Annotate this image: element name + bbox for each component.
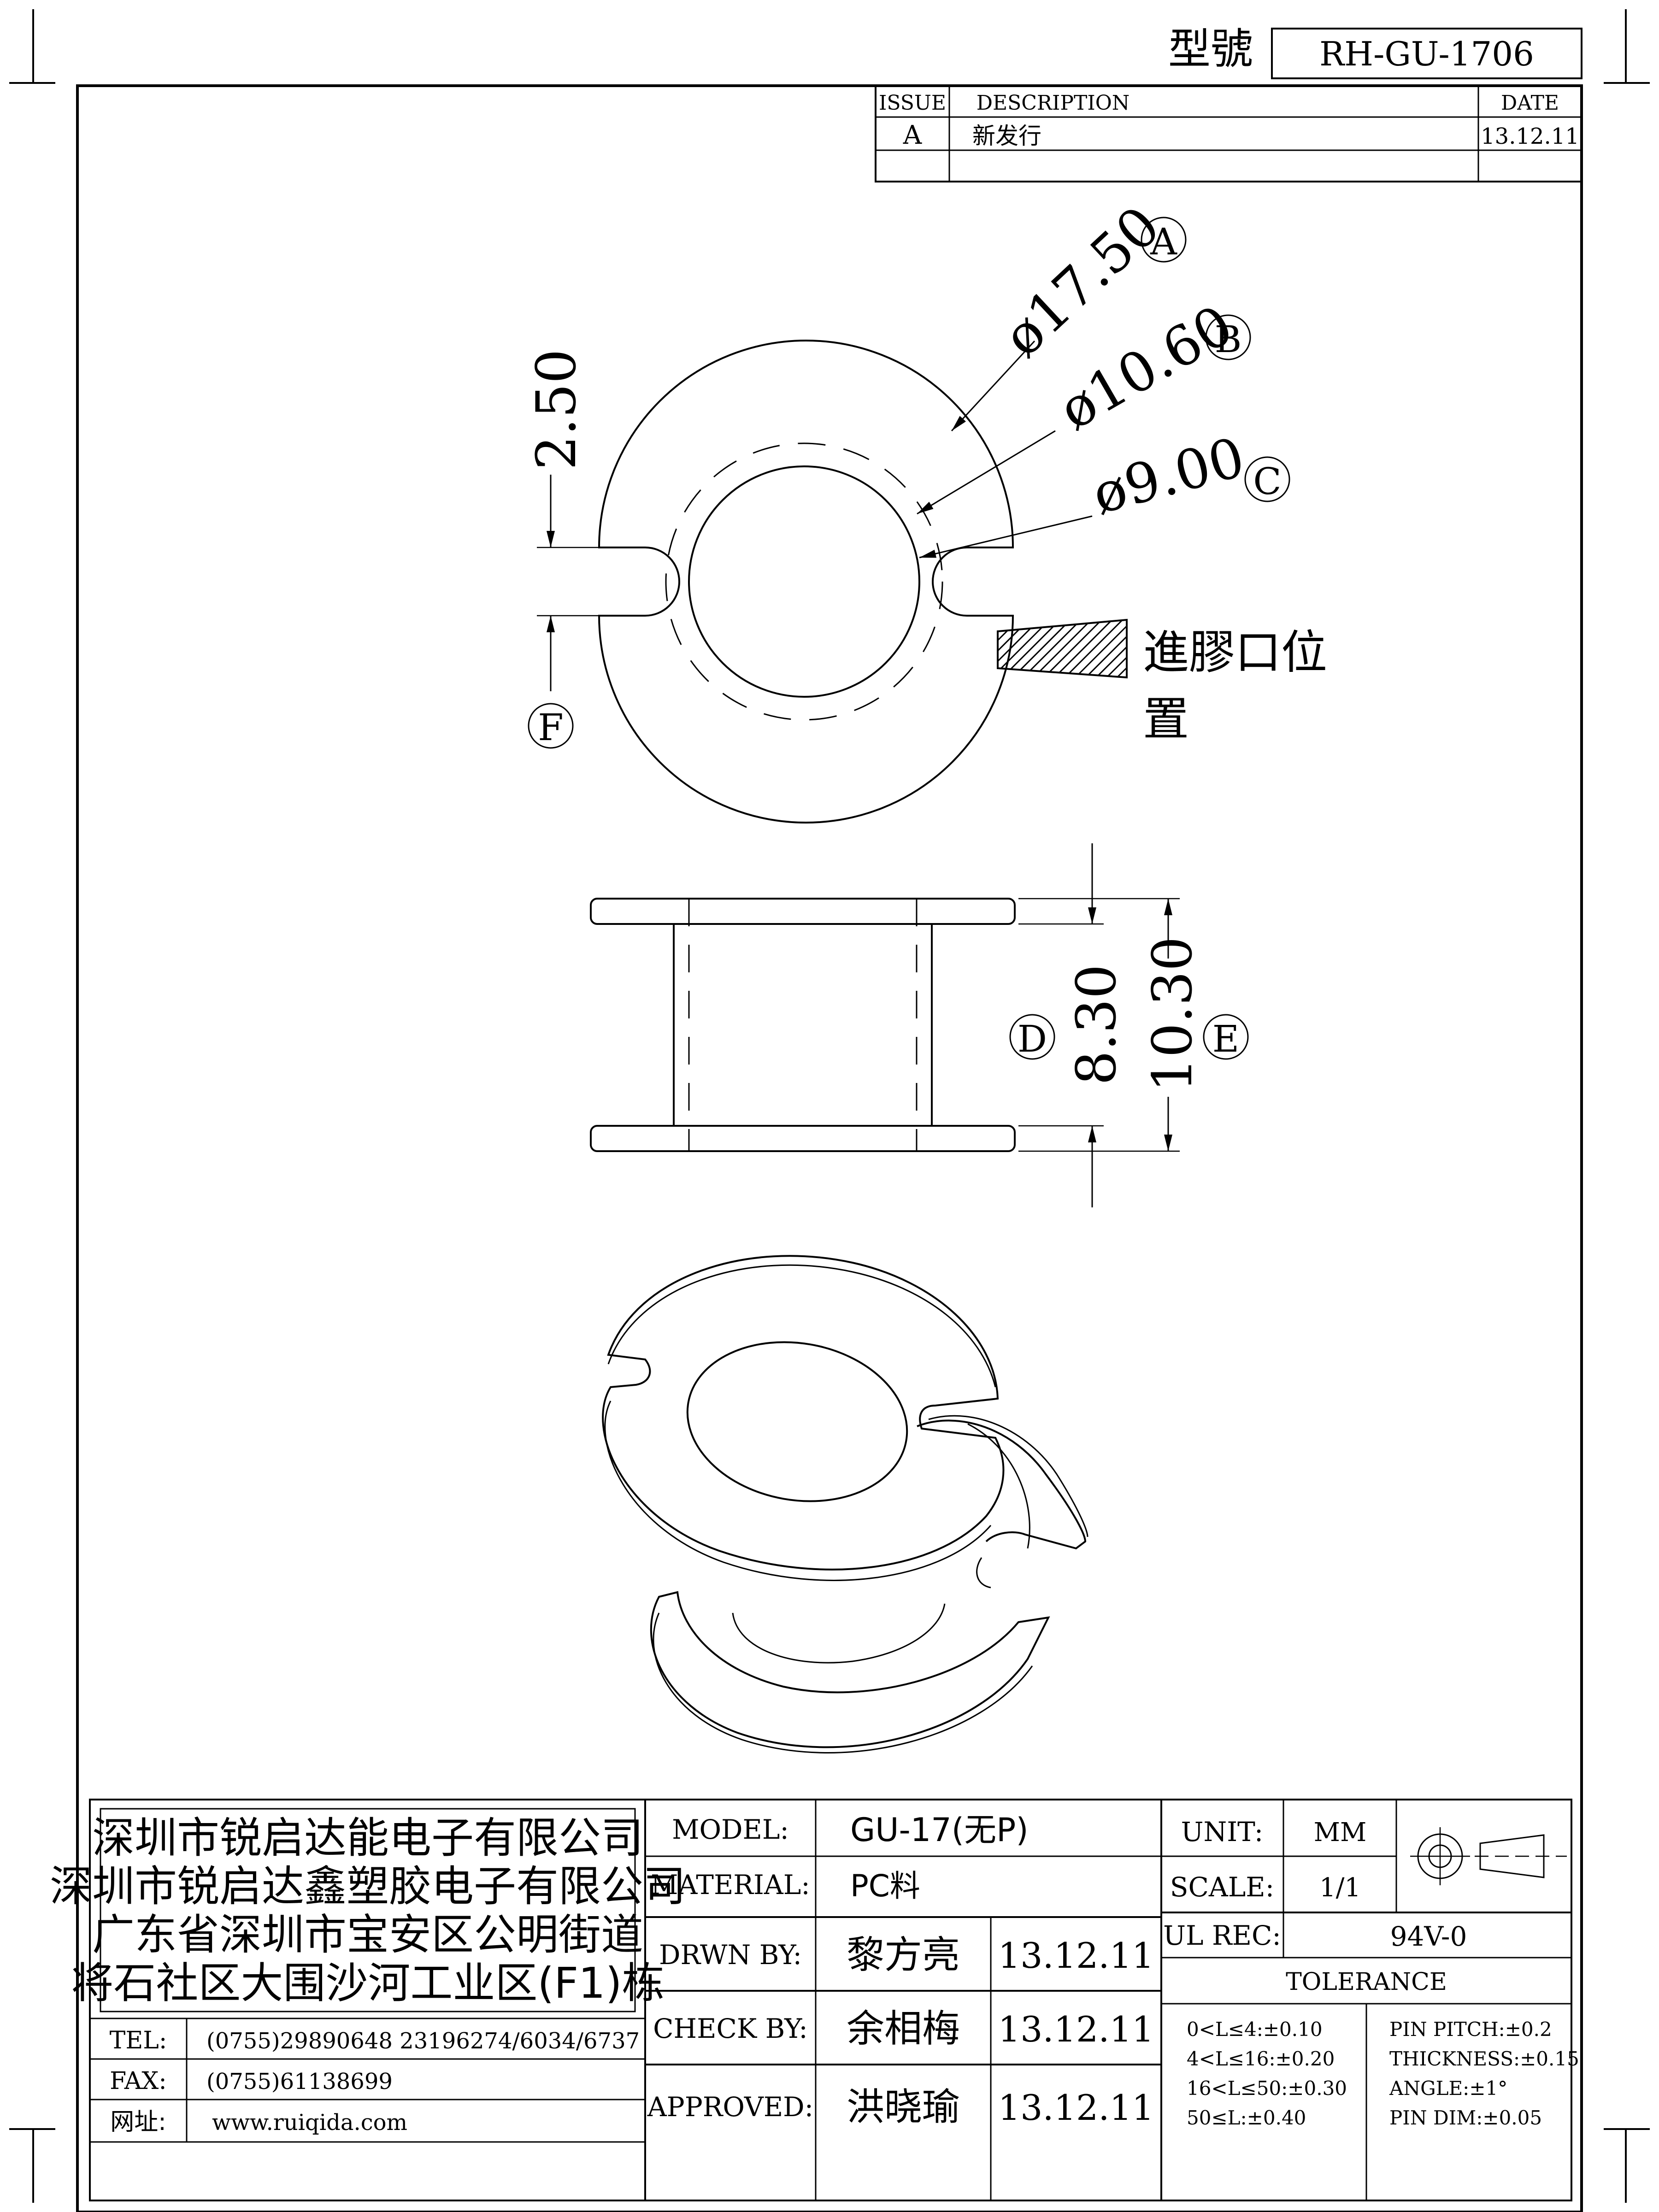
revision-header-date: DATE <box>1501 91 1559 115</box>
tol-right-3: ANGLE:±1° <box>1389 2077 1507 2100</box>
gate-location-hatch <box>997 618 1128 679</box>
company-line-3: 广东省深圳市宝安区公明街道 <box>92 1910 643 1959</box>
material-label: MATERIAL: <box>651 1869 810 1900</box>
mark-d-circle <box>1009 1014 1055 1060</box>
iso-bottom-bore <box>732 1603 946 1664</box>
model-header-value: RH-GU-1706 <box>1319 35 1534 73</box>
top-view-flange-outline <box>598 340 1014 824</box>
tol-left-2: 4<L≤16:±0.20 <box>1187 2047 1335 2070</box>
drawn-label: DRWN BY: <box>659 1939 802 1971</box>
mark-c-text: C <box>1253 460 1281 503</box>
tol-right-2: THICKNESS:±0.15 <box>1389 2047 1579 2070</box>
model-header-box <box>1271 28 1583 79</box>
iso-top-flange <box>602 1255 1005 1571</box>
gate-label-line2: 置 <box>1143 692 1189 746</box>
tel-value: (0755)29890648 23196274/6034/6737 <box>206 2028 640 2054</box>
mark-e-circle <box>1203 1014 1249 1060</box>
check-label: CHECK BY: <box>653 2013 808 2044</box>
drawn-date: 13.12.11 <box>998 1935 1154 1976</box>
tol-right-4: PIN DIM:±0.05 <box>1389 2106 1542 2129</box>
model-label: MODEL: <box>672 1814 789 1845</box>
title-block: 深圳市锐启达能电子有限公司 深圳市锐启达鑫塑胶电子有限公司 广东省深圳市宝安区公… <box>50 1799 1579 2201</box>
drawn-name: 黎方亮 <box>847 1933 960 1977</box>
scale-label: SCALE: <box>1170 1871 1274 1903</box>
top-view: 進膠口位 置 ø17.50 ø10.60 ø9.00 A B C 2.50 F <box>524 194 1327 824</box>
leader-dim-a <box>951 340 1035 432</box>
mark-e-text: E <box>1212 1018 1239 1060</box>
revision-row-date: 13.12.11 <box>1481 124 1579 149</box>
check-name: 余相梅 <box>847 2007 960 2051</box>
revision-header-description: DESCRIPTION <box>977 91 1130 115</box>
scale-value: 1/1 <box>1319 1873 1361 1903</box>
top-view-hidden-circle <box>665 442 943 721</box>
material-value: PC料 <box>850 1868 920 1904</box>
tol-left-1: 0<L≤4:±0.10 <box>1187 2018 1323 2041</box>
sheet-border <box>76 84 1583 2212</box>
mark-a-circle <box>1141 217 1187 263</box>
tol-left-3: 16<L≤50:±0.30 <box>1187 2077 1347 2100</box>
check-date: 13.12.11 <box>998 2009 1154 2050</box>
approved-name: 洪晓瑜 <box>847 2085 960 2129</box>
fax-label: FAX: <box>110 2067 167 2095</box>
leader-dim-c <box>919 515 1093 559</box>
mark-f-circle <box>528 703 574 749</box>
ul-label: UL REC: <box>1163 1920 1281 1951</box>
unit-label: UNIT: <box>1181 1816 1264 1847</box>
iso-back-flange <box>917 1419 1087 1550</box>
mark-b-text: B <box>1215 318 1242 361</box>
mark-c-circle <box>1244 456 1290 502</box>
mark-d-text: D <box>1018 1018 1047 1060</box>
side-view-bottom-flange <box>590 1125 1016 1152</box>
projection-symbol <box>1410 1827 1567 1885</box>
revision-row-description: 新发行 <box>972 123 1041 149</box>
dim-c-text: ø9.00 <box>1086 425 1251 526</box>
gate-label-line1: 進膠口位 <box>1143 625 1327 679</box>
corner-marks <box>9 9 1650 2203</box>
model-value: GU-17(无P) <box>850 1811 1029 1849</box>
tel-label: TEL: <box>110 2027 167 2054</box>
revision-table: ISSUE DESCRIPTION DATE A 新发行 13.12.11 <box>875 85 1583 182</box>
revision-row-issue: A <box>903 120 922 150</box>
fax-value: (0755)61138699 <box>206 2069 393 2094</box>
top-view-bore <box>688 465 920 698</box>
unit-value: MM <box>1314 1818 1367 1847</box>
company-line-2: 深圳市锐启达鑫塑胶电子有限公司 <box>50 1862 686 1911</box>
revision-header-issue: ISSUE <box>879 91 946 115</box>
company-line-4: 将石社区大围沙河工业区(F1)栋 <box>71 1959 664 2008</box>
leader-dim-b <box>917 430 1056 515</box>
tol-right-1: PIN PITCH:±0.2 <box>1389 2018 1552 2041</box>
dim-e-text: 10.30 <box>1141 936 1204 1092</box>
iso-body-side <box>967 1423 1030 1588</box>
side-view-top-flange <box>590 898 1016 925</box>
model-header: 型號 RH-GU-1706 <box>1168 24 1583 79</box>
side-view: 8.30 D 10.30 E <box>590 843 1249 1207</box>
slot-dim-text: 2.50 <box>524 349 588 470</box>
company-line-1: 深圳市锐启达能电子有限公司 <box>92 1813 643 1863</box>
web-value: www.ruiqida.com <box>212 2110 407 2136</box>
mark-b-circle <box>1205 314 1251 360</box>
tol-left-4: 50≤L:±0.40 <box>1187 2106 1306 2129</box>
approved-label: APPROVED: <box>647 2091 813 2123</box>
iso-bottom-flange <box>650 1591 1050 1748</box>
isometric-view <box>602 1255 1088 1753</box>
tolerance-label: TOLERANCE <box>1286 1968 1447 1996</box>
mark-a-text: A <box>1150 220 1177 263</box>
mark-f-text: F <box>538 706 564 749</box>
web-label: 网址: <box>110 2108 166 2136</box>
dim-d-text: 8.30 <box>1065 964 1128 1085</box>
approved-date: 13.12.11 <box>998 2087 1154 2128</box>
ul-value: 94V-0 <box>1390 1921 1467 1952</box>
iso-top-bore <box>686 1341 908 1502</box>
model-header-label: 型號 <box>1168 24 1253 74</box>
